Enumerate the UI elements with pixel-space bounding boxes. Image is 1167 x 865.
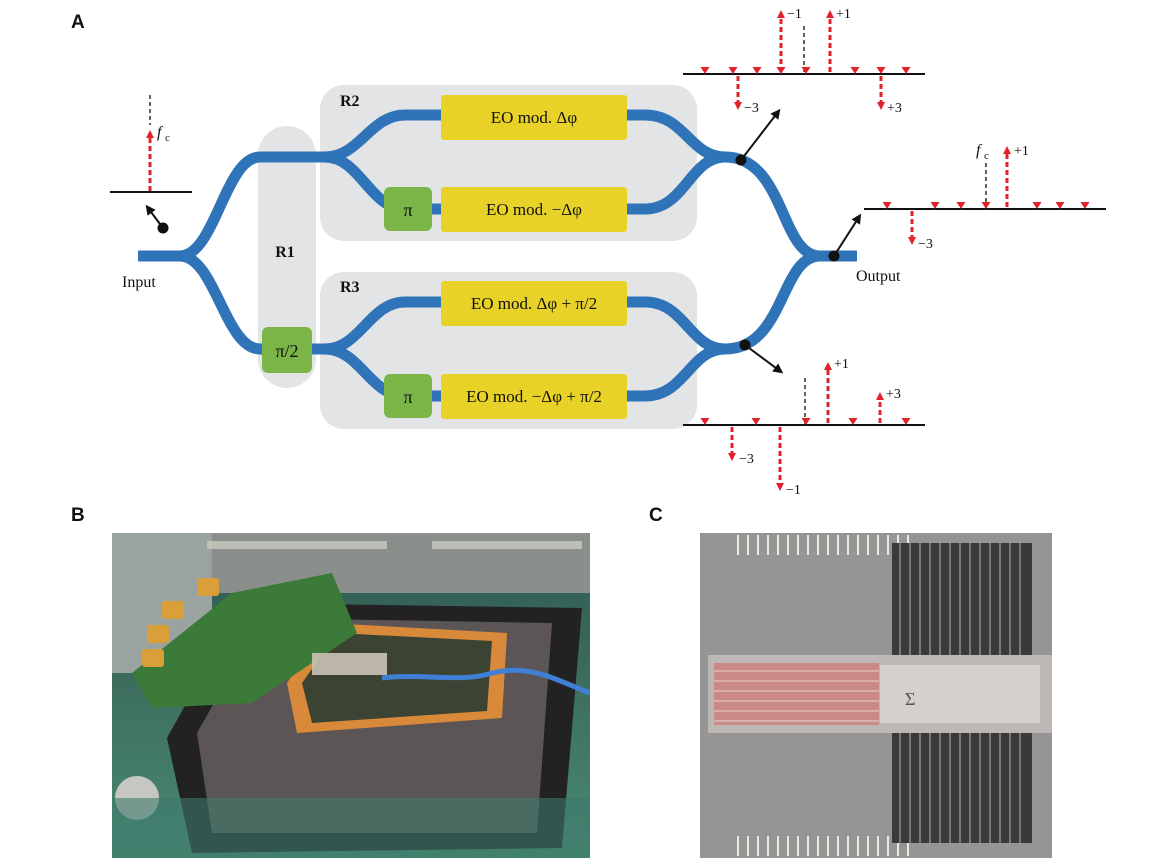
spectrum-bottom: +1 +3 −3 −1 <box>683 357 925 498</box>
svg-text:+1: +1 <box>836 7 851 22</box>
svg-text:−3: −3 <box>918 237 933 252</box>
svg-text:f: f <box>976 142 983 159</box>
region-label-r1: R1 <box>275 244 295 261</box>
chip-package-photo <box>112 533 590 858</box>
svg-text:Σ: Σ <box>905 689 915 709</box>
panel-label-c: C <box>649 505 663 526</box>
probe-arrows <box>145 108 862 374</box>
fc-label: f <box>157 124 164 141</box>
spectrum-top: −1 +1 −3 +3 <box>683 7 925 116</box>
phase-shifter-pi-half <box>262 327 312 373</box>
eo-label-r3-top: EO mod. Δφ + π/2 <box>471 294 597 313</box>
eo-modulator-r3-top <box>441 281 627 326</box>
eo-label-r2-bottom: EO mod. −Δφ <box>486 200 582 219</box>
chip-micrograph: Σ <box>700 533 1052 858</box>
spectrum-output: f c +1 −3 <box>864 142 1106 252</box>
svg-text:−1: −1 <box>786 483 801 498</box>
region-label-r3: R3 <box>340 279 360 296</box>
svg-text:−3: −3 <box>744 101 759 116</box>
phase-shifter-pi-r2 <box>384 187 432 231</box>
panel-label-b: B <box>71 505 85 526</box>
phase-label-pi-r2: π <box>403 200 412 220</box>
eo-modulator-r2-top <box>441 95 627 140</box>
svg-text:+3: +3 <box>886 387 901 402</box>
region-label-r2: R2 <box>340 93 360 110</box>
eo-label-r3-bottom: EO mod. −Δφ + π/2 <box>466 387 602 406</box>
panel-label-a: A <box>71 12 85 33</box>
input-label: Input <box>122 274 156 291</box>
svg-text:−1: −1 <box>787 7 802 22</box>
phase-shifter-pi-r3 <box>384 374 432 418</box>
svg-text:+3: +3 <box>887 101 902 116</box>
output-label: Output <box>856 268 901 285</box>
eo-modulator-r2-bottom <box>441 187 627 232</box>
svg-text:−3: −3 <box>739 452 754 467</box>
svg-text:+1: +1 <box>1014 144 1029 159</box>
region-r1 <box>258 126 316 388</box>
svg-text:c: c <box>984 150 989 162</box>
phase-label-pi-half: π/2 <box>275 341 298 361</box>
svg-text:+1: +1 <box>834 357 849 372</box>
svg-text:c: c <box>165 132 170 144</box>
eo-modulator-r3-bottom <box>441 374 627 419</box>
phase-label-pi-r3: π <box>403 387 412 407</box>
interferometer-diagram: π/2 π π EO mod. Δφ EO mod. −Δφ EO mod. Δ… <box>110 7 1106 498</box>
eo-label-r2-top: EO mod. Δφ <box>491 108 578 127</box>
spectrum-input: f c <box>110 95 192 193</box>
